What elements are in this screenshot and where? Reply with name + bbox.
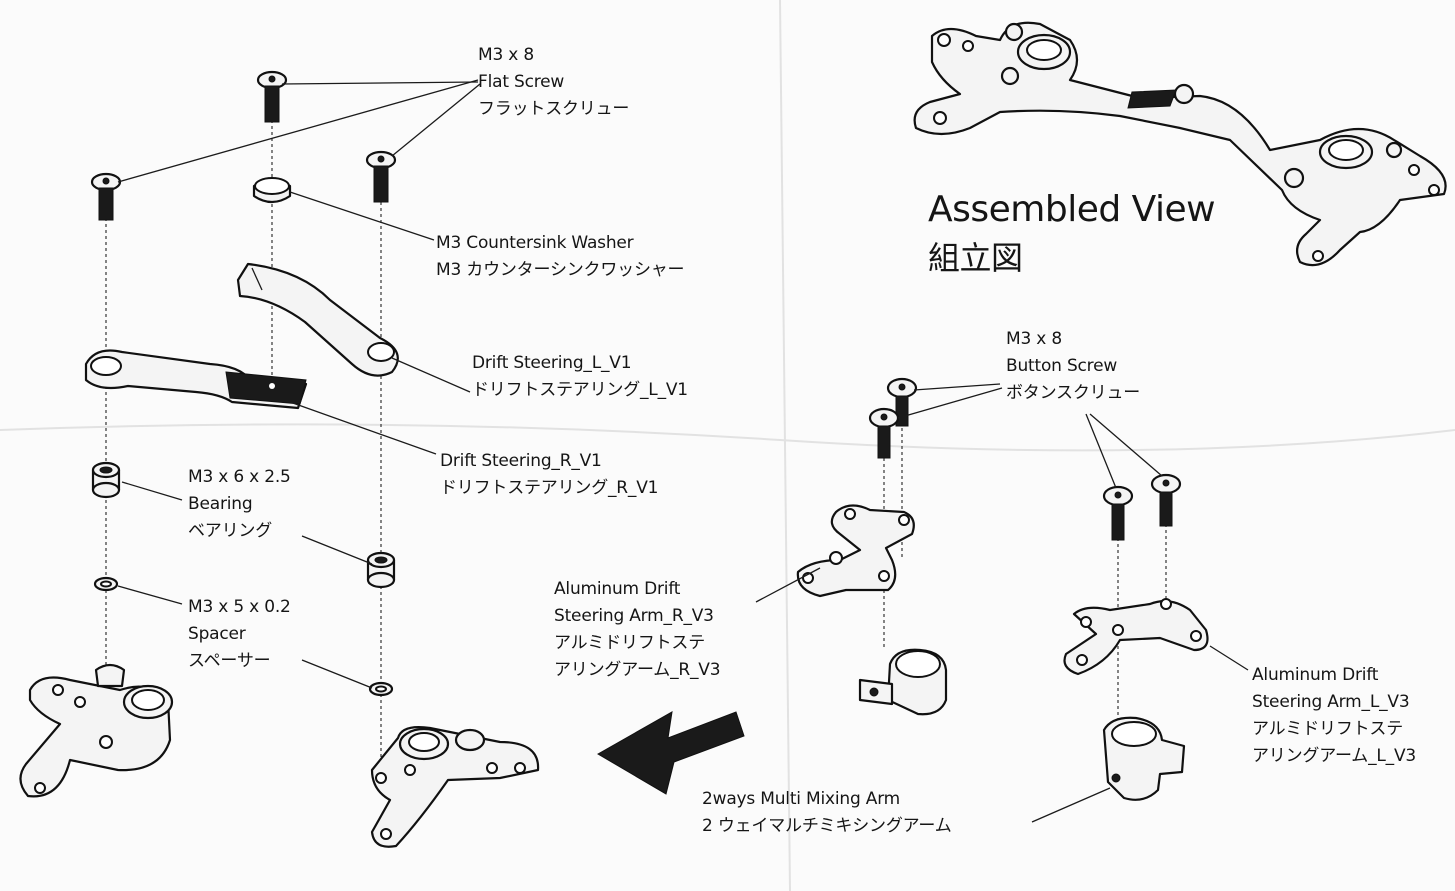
direction-arrow <box>597 711 745 795</box>
aluminum-arm-r-jp2: アリングアーム_R_V3 <box>554 660 721 680</box>
drift-steering-r-name: Drift Steering_R_V1 <box>440 451 602 471</box>
steering-knuckle-left <box>19 663 174 798</box>
aluminum-arm-l-jp2: アリングアーム_L_V3 <box>1252 746 1416 766</box>
bearing-name-jp: ベアリング <box>188 521 272 541</box>
aluminum-arm-l-jp1: アルミドリフトステ <box>1252 719 1404 739</box>
spacer-name: Spacer <box>188 624 246 644</box>
button-screw-3 <box>1102 485 1134 541</box>
spacer-label: M3 x 5 x 0.2 Spacer スペーサー <box>188 594 291 675</box>
aluminum-arm-r-label: Aluminum Drift Steering Arm_R_V3 アルミドリフト… <box>554 576 721 684</box>
drift-steering-l-part <box>236 262 399 377</box>
flat-screw-center <box>256 70 288 123</box>
drift-steering-r-name-jp: ドリフトステアリング_R_V1 <box>440 478 659 498</box>
drift-steering-l-name: Drift Steering_L_V1 <box>472 353 632 373</box>
steering-knuckle-right <box>370 726 540 848</box>
mixing-arm-label: 2ways Multi Mixing Arm 2 ウェイマルチミキシングアーム <box>702 786 952 840</box>
countersink-washer <box>252 177 292 204</box>
aluminum-arm-r-line1: Aluminum Drift <box>554 579 681 599</box>
bearing-name: Bearing <box>188 494 253 514</box>
assembled-view-title-jp: 組立図 <box>928 239 1023 277</box>
countersink-washer-name: M3 Countersink Washer <box>436 233 634 253</box>
button-screw-name: Button Screw <box>1006 356 1118 376</box>
assembled-view-title-en: Assembled View <box>928 189 1216 230</box>
spacer-right <box>368 681 394 697</box>
spacer-left <box>93 576 119 592</box>
spacer-name-jp: スペーサー <box>188 651 271 671</box>
button-screw-1 <box>886 377 918 427</box>
aluminum-arm-r-part <box>796 504 915 598</box>
aluminum-arm-r-jp1: アルミドリフトステ <box>554 633 706 653</box>
aluminum-arm-r-line2: Steering Arm_R_V3 <box>554 606 714 626</box>
assembled-view-illustration <box>913 21 1447 267</box>
button-screw-label: M3 x 8 Button Screw ボタンスクリュー <box>1006 326 1140 407</box>
bearing-right <box>366 551 396 589</box>
mixing-arm-name-jp: 2 ウェイマルチミキシングアーム <box>702 816 952 836</box>
drift-steering-r-label: Drift Steering_R_V1 ドリフトステアリング_R_V1 <box>440 448 658 502</box>
button-screw-name-jp: ボタンスクリュー <box>1006 383 1141 403</box>
mixing-arm-center <box>858 648 948 716</box>
aluminum-arm-l-part <box>1063 598 1209 676</box>
button-screw-4 <box>1150 473 1182 527</box>
spacer-size: M3 x 5 x 0.2 <box>188 597 291 617</box>
drift-steering-l-name-jp: ドリフトステアリング_L_V1 <box>472 380 688 400</box>
button-screw-size: M3 x 8 <box>1006 329 1062 349</box>
aluminum-arm-l-label: Aluminum Drift Steering Arm_L_V3 アルミドリフト… <box>1252 662 1416 770</box>
aluminum-arm-l-line1: Aluminum Drift <box>1252 665 1379 685</box>
bearing-label: M3 x 6 x 2.5 Bearing ベアリング <box>188 464 291 545</box>
bearing-size: M3 x 6 x 2.5 <box>188 467 291 487</box>
assembled-view-title: Assembled View 組立図 <box>928 186 1216 282</box>
flat-screw-label: M3 x 8 Flat Screw フラットスクリュー <box>478 42 629 123</box>
flat-screw-left <box>90 172 122 221</box>
bearing-left <box>91 461 121 499</box>
countersink-washer-name-jp: M3 カウンターシンクワッシャー <box>436 260 685 280</box>
button-screw-2 <box>868 407 900 459</box>
flat-screw-name: Flat Screw <box>478 72 565 92</box>
flat-screw-size: M3 x 8 <box>478 45 534 65</box>
mixing-arm-name: 2ways Multi Mixing Arm <box>702 789 901 809</box>
drift-steering-l-label: Drift Steering_L_V1 ドリフトステアリング_L_V1 <box>472 350 688 404</box>
drift-steering-r-part <box>84 349 308 410</box>
mixing-arm-right <box>1102 716 1186 801</box>
flat-screw-right <box>365 150 397 203</box>
flat-screw-name-jp: フラットスクリュー <box>478 99 630 119</box>
countersink-washer-label: M3 Countersink Washer M3 カウンターシンクワッシャー <box>436 230 685 284</box>
aluminum-arm-l-line2: Steering Arm_L_V3 <box>1252 692 1410 712</box>
